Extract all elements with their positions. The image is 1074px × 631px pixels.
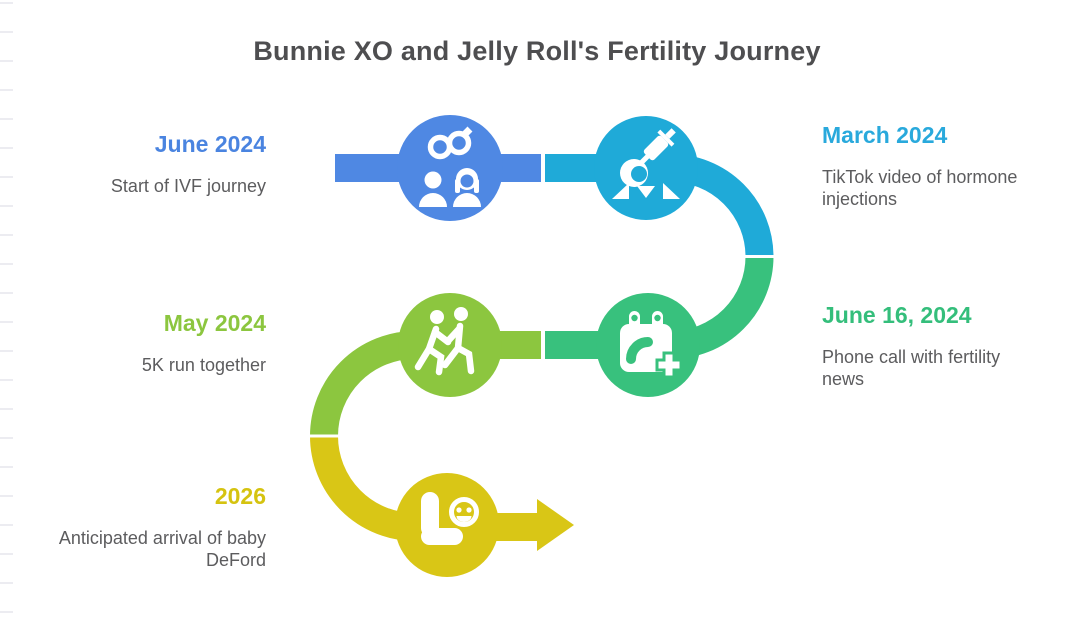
milestone-description: Anticipated arrival of baby DeFord bbox=[58, 528, 266, 570]
milestone-baby: 2026 Anticipated arrival of baby DeFord bbox=[26, 483, 266, 571]
milestone-date: May 2024 bbox=[163, 310, 266, 336]
baby-car-seat-icon bbox=[421, 492, 479, 545]
milestone-node-baby bbox=[395, 473, 499, 577]
walking-couple-icon bbox=[414, 307, 475, 376]
page-title: Bunnie XO and Jelly Roll's Fertility Jou… bbox=[253, 36, 821, 66]
joint-blue-cyan bbox=[541, 153, 545, 183]
couple-rings-icon bbox=[419, 126, 481, 207]
milestone-date: 2026 bbox=[214, 483, 266, 509]
calendar-phone-icon bbox=[620, 311, 683, 379]
milestone-date: March 2024 bbox=[822, 122, 948, 148]
hormone-injection-icon bbox=[612, 128, 680, 199]
margin-ticks bbox=[0, 2, 13, 629]
milestone-ivf-start: June 2024 Start of IVF journey bbox=[40, 131, 266, 197]
milestone-date: June 2024 bbox=[154, 131, 266, 157]
milestone-date: June 16, 2024 bbox=[822, 302, 972, 328]
timeline-end-arrow-icon bbox=[537, 499, 574, 551]
joint-cyan-emerald bbox=[744, 255, 776, 258]
milestone-node-5k-run bbox=[398, 293, 502, 397]
milestone-description: TikTok video of hormone injections bbox=[822, 167, 1018, 209]
milestone-node-ivf-start bbox=[397, 115, 503, 221]
milestone-description: Start of IVF journey bbox=[110, 176, 266, 196]
joint-lime-emerald bbox=[541, 330, 545, 360]
joint-lime-yellow bbox=[308, 434, 340, 438]
milestone-description: 5K run together bbox=[141, 355, 266, 375]
milestone-description: Phone call with fertility news bbox=[822, 347, 1001, 389]
milestone-phone-call: June 16, 2024 Phone call with fertility … bbox=[822, 302, 1034, 390]
milestone-tiktok: March 2024 TikTok video of hormone injec… bbox=[822, 122, 1034, 210]
milestone-5k-run: May 2024 5K run together bbox=[40, 310, 266, 376]
